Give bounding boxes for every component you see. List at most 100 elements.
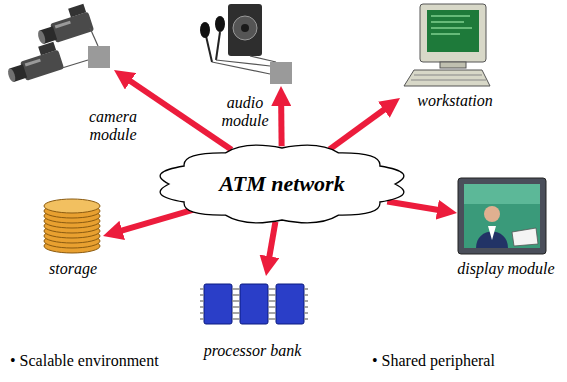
workstation-computer: [411, 75, 486, 80]
processor-chip: [204, 284, 232, 324]
chip-pins: [232, 294, 236, 296]
network-link-arrow: [387, 201, 443, 210]
network-link-arrow: [126, 78, 232, 150]
processor-bank: processor bank: [190, 274, 315, 360]
network-link-arrow: [330, 106, 389, 149]
chip-pins: [200, 288, 204, 290]
storage: storage: [36, 198, 110, 278]
module-label: processor bank: [204, 342, 302, 360]
processor-chip: [276, 284, 304, 324]
microphone: [215, 16, 225, 32]
camcorder: [68, 4, 86, 18]
workstation-computer: [404, 70, 490, 86]
camcorder: [37, 30, 47, 45]
cable: [62, 60, 88, 68]
chip-pins: [232, 318, 236, 320]
display-screen: [464, 184, 540, 204]
display-screen: [458, 178, 546, 254]
chip-pins: [236, 318, 240, 320]
chip-pins: [200, 300, 204, 302]
chip-pins: [272, 294, 276, 296]
chip-pins: [268, 312, 272, 314]
chip-pins: [304, 300, 308, 302]
display-screen: [464, 184, 540, 248]
workstation-computer: [431, 16, 472, 34]
network-link-arrow: [278, 100, 284, 146]
cable: [250, 56, 276, 62]
network-link-arrow: [116, 209, 194, 232]
chip-pins: [232, 306, 236, 308]
chip-pins: [200, 294, 204, 296]
network-label: ATM network: [219, 171, 344, 197]
speaker: [233, 16, 257, 40]
module-label: camera module: [81, 108, 145, 144]
module-label: storage: [49, 260, 97, 278]
network-cloud: ATM network: [147, 136, 417, 232]
cable: [216, 60, 270, 66]
speaker: [228, 4, 262, 56]
audio-module: audio module: [200, 2, 290, 130]
chip-pins: [232, 312, 236, 314]
workstation: workstation: [400, 2, 510, 110]
microphone: [200, 22, 210, 38]
chip-pins: [268, 306, 272, 308]
chip-pins: [200, 318, 204, 320]
chip-pins: [304, 294, 308, 296]
cable: [212, 62, 270, 74]
camcorder: [38, 42, 56, 56]
chip-pins: [304, 288, 308, 290]
disk-stack: [44, 199, 100, 213]
workstation-computer: [420, 4, 486, 62]
audio-interface: [270, 62, 292, 84]
chip-pins: [200, 306, 204, 308]
chip-pins: [268, 300, 272, 302]
workstation-computer: [440, 62, 466, 68]
chip-pins: [236, 288, 240, 290]
chip-pins: [272, 318, 276, 320]
camcorder: [33, 3, 94, 48]
camcorder: [25, 59, 41, 67]
display-screen: [488, 226, 496, 240]
module-label: audio module: [215, 94, 275, 130]
display-module: display module: [448, 174, 564, 278]
cable: [212, 56, 276, 74]
disk-stack: [44, 199, 100, 253]
chip-pins: [200, 312, 204, 314]
speaker: [228, 4, 262, 56]
workstation-computer: [427, 10, 479, 52]
camcorder: [7, 68, 17, 83]
chip-pins: [236, 300, 240, 302]
chip-pins: [236, 312, 240, 314]
chip-pins: [272, 312, 276, 314]
module-label: workstation: [417, 92, 493, 110]
processor-chip: [240, 284, 268, 324]
chip-pins: [272, 288, 276, 290]
chip-pins: [268, 288, 272, 290]
camcorder: [55, 21, 71, 29]
module-label: display module: [457, 260, 554, 278]
workstation-computer: [404, 4, 490, 86]
bullet-note: • Shared peripheral: [372, 352, 495, 370]
camera-interface: [88, 46, 110, 68]
microphone: [216, 32, 220, 60]
chip-pins: [304, 312, 308, 314]
microphone: [200, 16, 225, 62]
chip-pins: [272, 300, 276, 302]
chip-pins: [232, 300, 236, 302]
chip-pins: [268, 318, 272, 320]
camcorder: [3, 41, 64, 86]
chip-pins: [304, 318, 308, 320]
chip-pins: [200, 289, 308, 319]
microphone: [206, 36, 212, 62]
network-link-arrow: [268, 222, 275, 262]
cloud-outline: [160, 145, 404, 223]
cable: [90, 28, 98, 46]
speaker: [241, 24, 249, 32]
camera-module: camera module: [15, 12, 145, 144]
chip-pins: [232, 288, 236, 290]
display-screen: [512, 228, 538, 246]
chip-pins: [236, 294, 240, 296]
chip-pins: [268, 294, 272, 296]
display-screen: [484, 206, 500, 222]
chip-pins: [236, 306, 240, 308]
